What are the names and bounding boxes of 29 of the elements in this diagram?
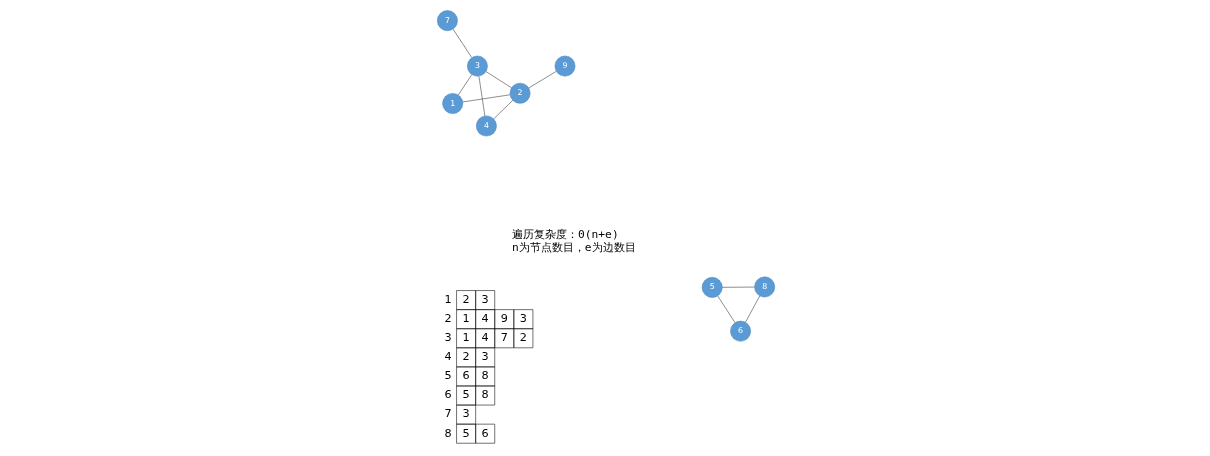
label: 3 bbox=[444, 331, 452, 345]
label: 9 bbox=[500, 311, 508, 325]
label: 2 bbox=[462, 292, 470, 306]
label: 3 bbox=[481, 292, 489, 306]
label: 8 bbox=[481, 388, 489, 402]
label: 8 bbox=[481, 369, 489, 383]
label: 6 bbox=[481, 426, 489, 440]
label: 5 bbox=[462, 388, 470, 402]
label: 5 bbox=[462, 426, 470, 440]
label: 2 bbox=[444, 311, 452, 325]
label: 遍历复杂度：0(n+e) bbox=[512, 228, 619, 242]
label: 4 bbox=[444, 350, 452, 364]
label: 1 bbox=[462, 311, 470, 325]
label: 1 bbox=[444, 292, 452, 306]
label: 8 bbox=[444, 426, 452, 440]
label: 7 bbox=[444, 407, 452, 421]
label: 7 bbox=[500, 331, 508, 345]
label: 2 bbox=[462, 350, 470, 364]
label: 6 bbox=[462, 369, 470, 383]
label: 4 bbox=[481, 311, 489, 325]
label: 4 bbox=[481, 331, 489, 345]
label: 3 bbox=[519, 311, 527, 325]
label: n为节点数目，e为边数目 bbox=[512, 240, 636, 254]
label: 3 bbox=[481, 350, 489, 364]
label: 1 bbox=[462, 331, 470, 345]
label: 2 bbox=[519, 331, 527, 345]
label: 3 bbox=[462, 407, 470, 421]
label: 6 bbox=[444, 388, 452, 402]
label: 5 bbox=[444, 369, 452, 383]
